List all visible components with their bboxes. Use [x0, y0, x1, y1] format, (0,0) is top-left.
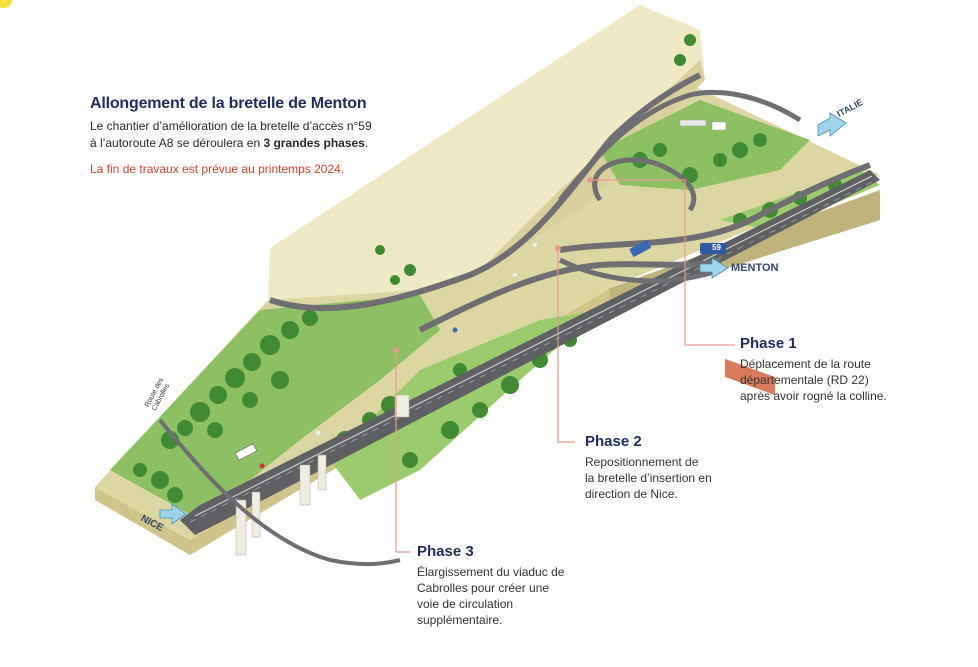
rd22-road-upper [558, 89, 802, 202]
phase-1-description: Déplacement de la route départementale (… [740, 356, 940, 404]
menton-ramp [558, 257, 721, 284]
phase-2-line-1: Repositionnement de [585, 455, 699, 469]
rd22-road [269, 72, 702, 312]
loop-ramp [592, 157, 697, 212]
phase-3-line-4: supplémentaire. [417, 613, 503, 627]
menton-label: MENTON [731, 262, 779, 274]
intro-line-2: à l’autoroute A8 se déroulera en 3 grand… [90, 135, 410, 152]
menton-arrow [699, 257, 729, 279]
page-title: Allongement de la bretelle de Menton [90, 95, 367, 112]
intro-line-2-post: . [364, 136, 369, 150]
phase-2-line-2: la bretelle d’insertion en [585, 471, 712, 485]
phase-1-line-3: après avoir rogné la colline. [740, 389, 887, 403]
viaduct-piers [235, 394, 410, 556]
intro-line-1: Le chantier d’amélioration de la bretell… [90, 119, 372, 133]
phase-1-line-1: Déplacement de la route [740, 357, 871, 371]
completion-notice: La fin de travaux est prévue au printemp… [90, 162, 345, 176]
phase-leader-lines [395, 179, 735, 553]
phase-3-line-2: Cabrolles pour créer une [417, 581, 550, 595]
yellow-corner-mark [0, 0, 12, 8]
a8-lane-line [189, 179, 877, 523]
phase-2-title: Phase 2 [585, 433, 642, 450]
vegetation-area-left [110, 295, 440, 520]
ground-block-front-side [95, 288, 610, 555]
lower-road [158, 418, 401, 567]
toll-buildings [679, 119, 775, 396]
phase-leader-dots [393, 177, 593, 353]
vehicles [234, 239, 652, 469]
phase-3-line-3: voie de circulation [417, 597, 514, 611]
intro-text: Le chantier d’amélioration de la bretell… [90, 118, 410, 152]
phase-2-line-3: direction de Nice. [585, 487, 678, 501]
hillside-cliff [268, 5, 705, 300]
phase-3-line-1: Élargissement du viaduc de [417, 565, 565, 579]
nice-insertion-ramp [418, 259, 721, 333]
phase-1-line-2: départementale (RD 22) [740, 373, 869, 387]
vegetation-area-right [600, 100, 810, 190]
phase-3-description: Élargissement du viaduc de Cabrolles pou… [417, 564, 617, 628]
exit-badge-number: 59 [712, 243, 721, 252]
phase-2-description: Repositionnement de la bretelle d’insert… [585, 454, 785, 502]
exit-badge-bg [700, 243, 726, 254]
access-ramp-59 [559, 162, 872, 253]
intro-line-2-pre: à l’autoroute A8 se déroulera en [90, 136, 264, 150]
intro-line-2-bold: 3 grandes phases [263, 136, 365, 150]
nice-arrow [159, 503, 187, 525]
phase-3-title: Phase 3 [417, 543, 474, 560]
phase-1-title: Phase 1 [740, 335, 797, 352]
a8-median-line [194, 175, 873, 517]
italie-arrow [817, 112, 847, 137]
